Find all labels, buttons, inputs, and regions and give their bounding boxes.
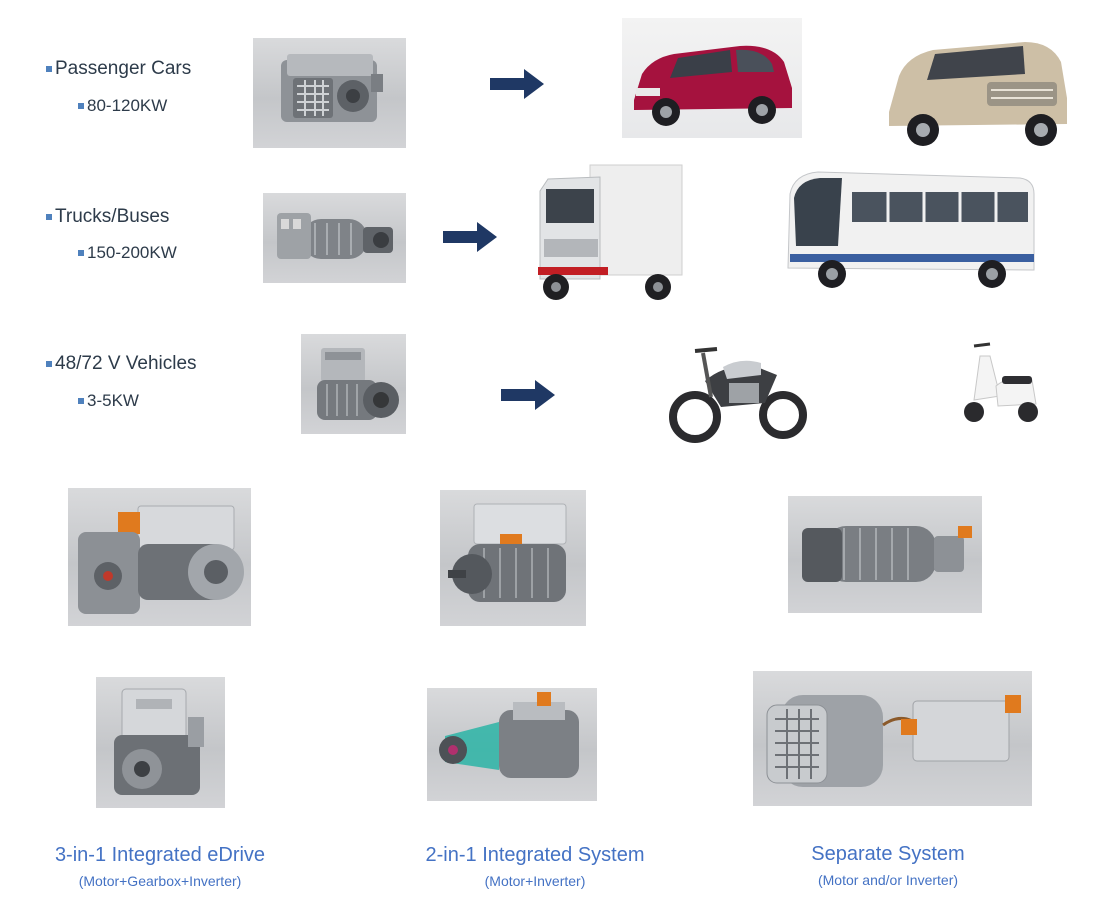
- category-label: Passenger Cars: [55, 58, 192, 79]
- power-range-trucks-buses: 150-200KW: [78, 243, 177, 263]
- 2in1-system-front-image: [440, 490, 586, 626]
- power-label: 150-200KW: [87, 243, 177, 262]
- 2in1-system-side-image: [427, 688, 597, 801]
- category-label: Trucks/Buses: [55, 206, 170, 227]
- mpv-silver-image: [875, 12, 1075, 157]
- category-passenger-cars: Passenger Cars: [46, 58, 191, 80]
- heavy-duty-motor-image: [263, 193, 406, 283]
- power-label: 3-5KW: [87, 391, 139, 410]
- power-label: 80-120KW: [87, 96, 168, 115]
- caption-separate-subtitle: (Motor and/or Inverter): [817, 872, 959, 888]
- 3in1-edrive-front-image: [68, 488, 251, 626]
- category-trucks-buses: Trucks/Buses: [46, 206, 169, 228]
- integrated-edrive-motor-image: [253, 38, 406, 148]
- 3in1-edrive-rear-image: [96, 677, 225, 808]
- bullet-icon: [46, 361, 52, 367]
- separate-motor-image: [788, 496, 982, 613]
- bullet-icon: [78, 398, 84, 404]
- category-48-72v-vehicles: 48/72 V Vehicles: [46, 353, 197, 375]
- arrow-right-icon: [490, 69, 544, 99]
- arrow-right-icon: [501, 380, 555, 410]
- low-voltage-motor-image: [301, 334, 406, 434]
- bullet-icon: [78, 103, 84, 109]
- caption-2in1-subtitle: (Motor+Inverter): [484, 873, 586, 889]
- motorcycle-image: [665, 323, 810, 445]
- arrow-right-icon: [443, 222, 497, 252]
- scooter-image: [950, 330, 1045, 430]
- caption-2in1-title: 2-in-1 Integrated System: [425, 844, 645, 866]
- caption-3in1-title: 3-in-1 Integrated eDrive: [54, 844, 266, 866]
- bus-image: [768, 158, 1040, 298]
- truck-image: [530, 155, 688, 307]
- bullet-icon: [46, 214, 52, 220]
- mpv-red-image: [622, 18, 802, 138]
- bullet-icon: [46, 66, 52, 72]
- caption-3in1-subtitle: (Motor+Gearbox+Inverter): [78, 873, 242, 889]
- power-range-passenger-cars: 80-120KW: [78, 96, 167, 116]
- caption-separate-title: Separate System: [811, 843, 965, 865]
- power-range-48-72v: 3-5KW: [78, 391, 139, 411]
- bullet-icon: [78, 250, 84, 256]
- category-label: 48/72 V Vehicles: [55, 353, 197, 374]
- separate-motor-inverter-image: [753, 671, 1032, 806]
